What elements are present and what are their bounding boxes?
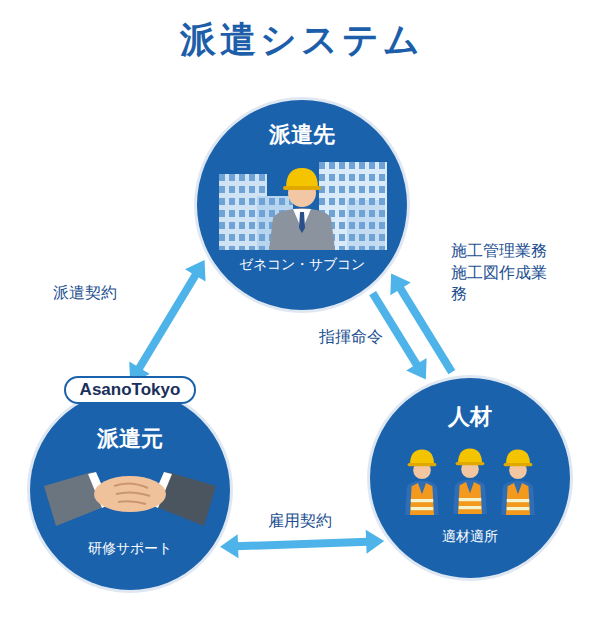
node-subtext: 適材適所 bbox=[397, 528, 543, 545]
connector-label: 施工管理業務 施工図作成業務 bbox=[448, 240, 556, 305]
circle-node: AsanoTokyo派遣元研修サポート bbox=[30, 390, 230, 590]
arrow-head bbox=[406, 358, 426, 380]
worker bbox=[453, 448, 487, 514]
handshake-illustration bbox=[30, 390, 230, 590]
arrow-head bbox=[220, 534, 238, 558]
hands bbox=[94, 476, 166, 512]
diagram-title: 派遣システム bbox=[0, 16, 604, 65]
arrow-head bbox=[185, 260, 206, 282]
building-windows bbox=[347, 200, 385, 250]
worker bbox=[405, 449, 439, 515]
connector-label: 雇用契約 bbox=[265, 510, 335, 532]
node-heading: 派遣元 bbox=[52, 426, 208, 452]
helmet-brim bbox=[283, 186, 321, 190]
helmet bbox=[286, 168, 318, 188]
node-heading: 派遣先 bbox=[232, 122, 373, 148]
circle-node: 人材適材適所 bbox=[370, 378, 570, 578]
node-subtext: 研修サポート bbox=[57, 540, 203, 557]
arrow-shaft bbox=[400, 287, 452, 372]
building bbox=[347, 200, 385, 250]
arrow-shaft bbox=[138, 274, 196, 370]
double-arrow-connector bbox=[390, 274, 451, 373]
tie bbox=[299, 212, 305, 233]
arrow-shaft bbox=[236, 542, 368, 547]
double-arrow-connector bbox=[129, 260, 205, 383]
company-badge: AsanoTokyo bbox=[64, 376, 197, 404]
double-arrow-connector bbox=[220, 530, 384, 559]
suit bbox=[269, 208, 335, 250]
node-heading: 人材 bbox=[399, 404, 542, 430]
connector-label: 派遣契約 bbox=[50, 282, 120, 304]
arrow-head bbox=[390, 274, 410, 296]
arrow-head bbox=[366, 530, 384, 554]
node-subtext: ゼネコン・サブコン bbox=[223, 256, 380, 273]
fingers bbox=[114, 483, 150, 504]
connector-label: 指揮命令 bbox=[316, 326, 386, 348]
circle-node: 派遣先ゼネコン・サブコン bbox=[197, 100, 407, 310]
worker bbox=[501, 449, 535, 515]
